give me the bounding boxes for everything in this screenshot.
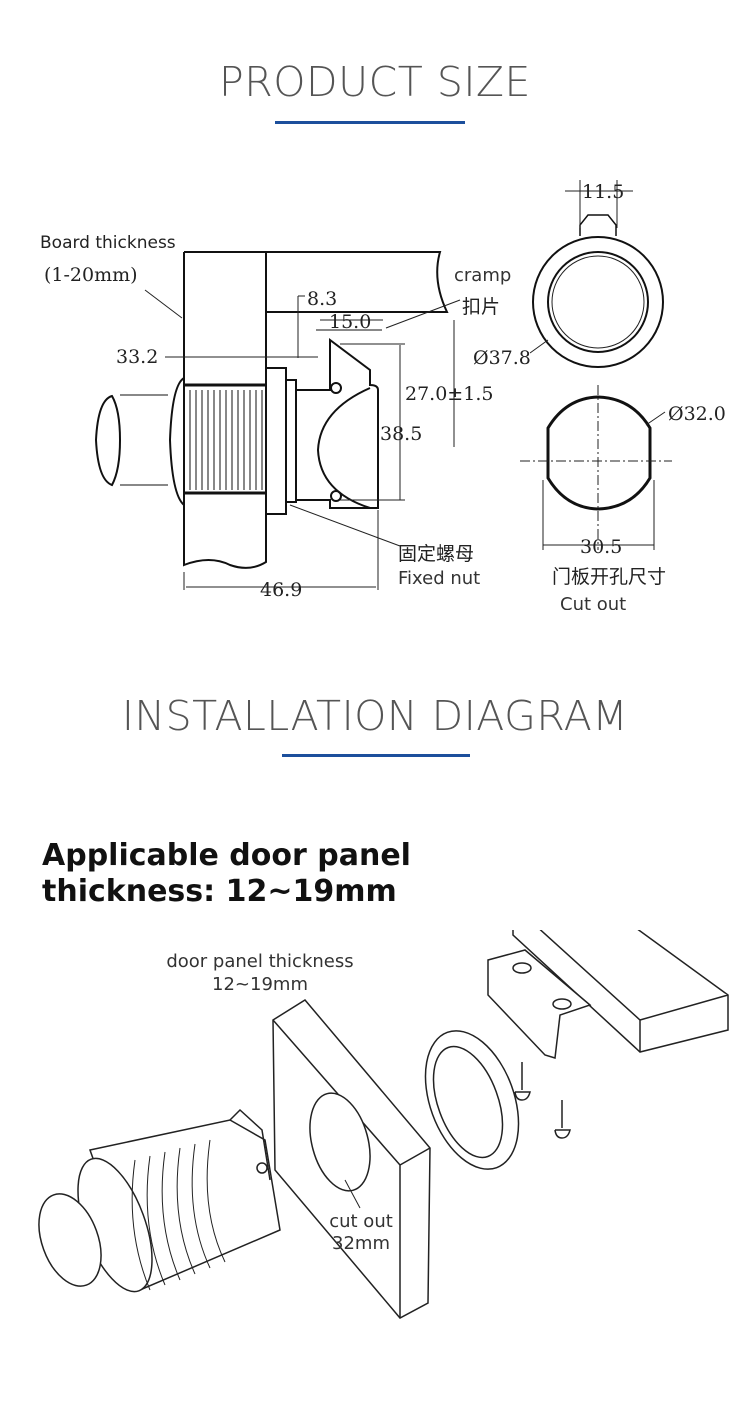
installation-drawing: door panel thickness 12~19mm cut out 32m… [38,930,729,1319]
board-thickness-label: Board thickness [40,233,176,253]
cutout-size-label: cut out [329,1211,393,1232]
fixed-nut-label: Fixed nut [398,568,480,589]
cutout-label-cn: 门板开孔尺寸 [552,566,666,588]
dim-11-5: 11.5 [582,181,624,203]
dim-46-9: 46.9 [260,579,302,601]
dim-diameter-37-8: Ø37.8 [473,347,531,369]
applicable-line-2: thickness: 12~19mm [42,874,397,909]
dim-38-5: 38.5 [380,423,422,445]
door-panel-thickness-label: door panel thickness [166,951,353,972]
dim-27-0: 27.0±1.5 [405,383,493,405]
product-size-drawing: Board thickness (1-20mm) cramp 扣片 8.3 15… [40,180,726,610]
board-thickness-range: (1-20mm) [44,264,138,286]
installation-diagram-title: INSTALLATION DIAGRAM [121,692,629,740]
cramp-label: cramp [454,265,511,286]
title-underline [282,754,470,757]
dim-15-0: 15.0 [329,311,371,333]
door-panel-thickness-value: 12~19mm [212,974,308,995]
fixed-nut-label-cn: 固定螺母 [398,543,474,565]
title-underline [275,121,465,124]
cutout-label: Cut out [560,594,626,610]
applicable-line-1: Applicable door panel [42,838,411,873]
product-size-title: PRODUCT SIZE [219,58,531,106]
dim-8-3: 8.3 [307,288,337,310]
dim-33-2: 33.2 [116,346,158,368]
dim-diameter-32-0: Ø32.0 [668,403,726,425]
cramp-label-cn: 扣片 [462,296,500,318]
cutout-size-value: 32mm [332,1233,390,1254]
dim-30-5: 30.5 [580,536,622,558]
applicable-thickness-heading: Applicable door panel thickness: 12~19mm [42,838,411,910]
